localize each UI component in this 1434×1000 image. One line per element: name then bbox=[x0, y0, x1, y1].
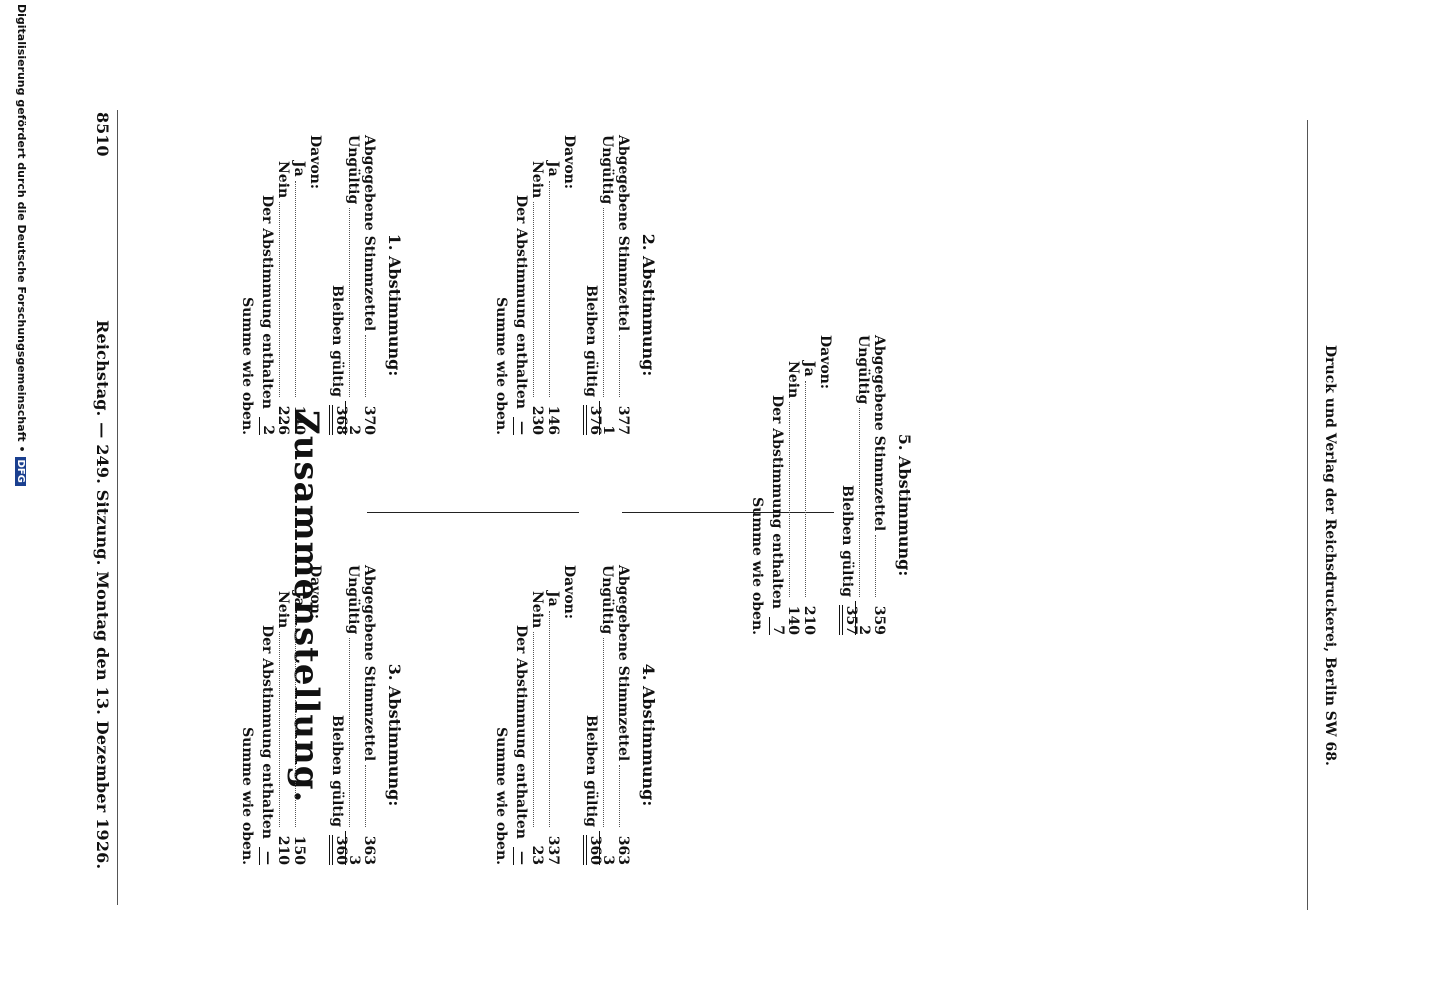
header-rule bbox=[117, 110, 118, 905]
value-bleiben: 360 bbox=[583, 835, 603, 865]
value-nein: 226 bbox=[275, 405, 291, 435]
row-davon: Davon: bbox=[561, 135, 577, 190]
vote-heading: 5. Abstimmung: bbox=[895, 433, 914, 577]
value-nein: 23 bbox=[529, 845, 545, 865]
row-summe: Summe wie oben. bbox=[493, 727, 509, 865]
row-summe: Summe wie oben. bbox=[239, 727, 255, 865]
value-ja: 146 bbox=[545, 405, 561, 435]
row-summe: Summe wie oben. bbox=[239, 297, 255, 435]
value-ja: 210 bbox=[801, 605, 817, 635]
value-enthalten: — bbox=[259, 846, 276, 865]
value-enthalten: 7 bbox=[769, 616, 786, 635]
value-enthalten: 2 bbox=[259, 416, 276, 435]
value-bleiben: 368 bbox=[329, 405, 349, 435]
page-number: 8510 bbox=[93, 112, 112, 157]
value-ja: 140 bbox=[291, 405, 307, 435]
value-abgegebene: 363 bbox=[361, 835, 377, 865]
row-davon: Davon: bbox=[307, 565, 323, 620]
value-ja: 150 bbox=[291, 835, 307, 865]
value-abgegebene: 377 bbox=[615, 405, 631, 435]
value-nein: 210 bbox=[275, 835, 291, 865]
value-enthalten: — bbox=[513, 416, 530, 435]
footer-rule bbox=[1307, 120, 1308, 910]
row-summe: Summe wie oben. bbox=[749, 497, 765, 635]
dfg-watermark: Digitalisierung gefördert durch die Deut… bbox=[15, 4, 28, 486]
running-head: Reichstag. — 249. Sitzung. Montag den 13… bbox=[93, 320, 112, 870]
value-ja: 337 bbox=[545, 835, 561, 865]
vote-heading: 4. Abstimmung: bbox=[639, 663, 658, 807]
value-abgegebene: 359 bbox=[871, 605, 887, 635]
value-nein: 230 bbox=[529, 405, 545, 435]
row-summe: Summe wie oben. bbox=[493, 297, 509, 435]
value-nein: 140 bbox=[785, 605, 801, 635]
vote-heading: 2. Abstimmung: bbox=[639, 233, 658, 377]
dfg-logo: DFG bbox=[15, 456, 26, 486]
row-enthalten: Der Abstimmung enthalten— bbox=[259, 625, 276, 865]
value-bleiben: 376 bbox=[583, 405, 603, 435]
imprint: Druck und Verlag der Reichsdruckerei, Be… bbox=[1322, 345, 1338, 766]
value-enthalten: — bbox=[513, 846, 530, 865]
value-abgegebene: 370 bbox=[361, 405, 377, 435]
value-abgegebene: 363 bbox=[615, 835, 631, 865]
dfg-watermark-text: Digitalisierung gefördert durch die Deut… bbox=[15, 4, 28, 453]
row-davon: Davon: bbox=[561, 565, 577, 620]
vote-heading: 3. Abstimmung: bbox=[385, 663, 404, 807]
value-bleiben: 360 bbox=[329, 835, 349, 865]
value-bleiben: 357 bbox=[839, 605, 859, 635]
row-davon: Davon: bbox=[817, 335, 833, 390]
vote-heading: 1. Abstimmung: bbox=[385, 233, 404, 377]
row-davon: Davon: bbox=[307, 135, 323, 190]
column-divider bbox=[367, 512, 579, 513]
row-enthalten: Der Abstimmung enthalten— bbox=[513, 195, 530, 435]
row-enthalten: Der Abstimmung enthalten— bbox=[513, 625, 530, 865]
